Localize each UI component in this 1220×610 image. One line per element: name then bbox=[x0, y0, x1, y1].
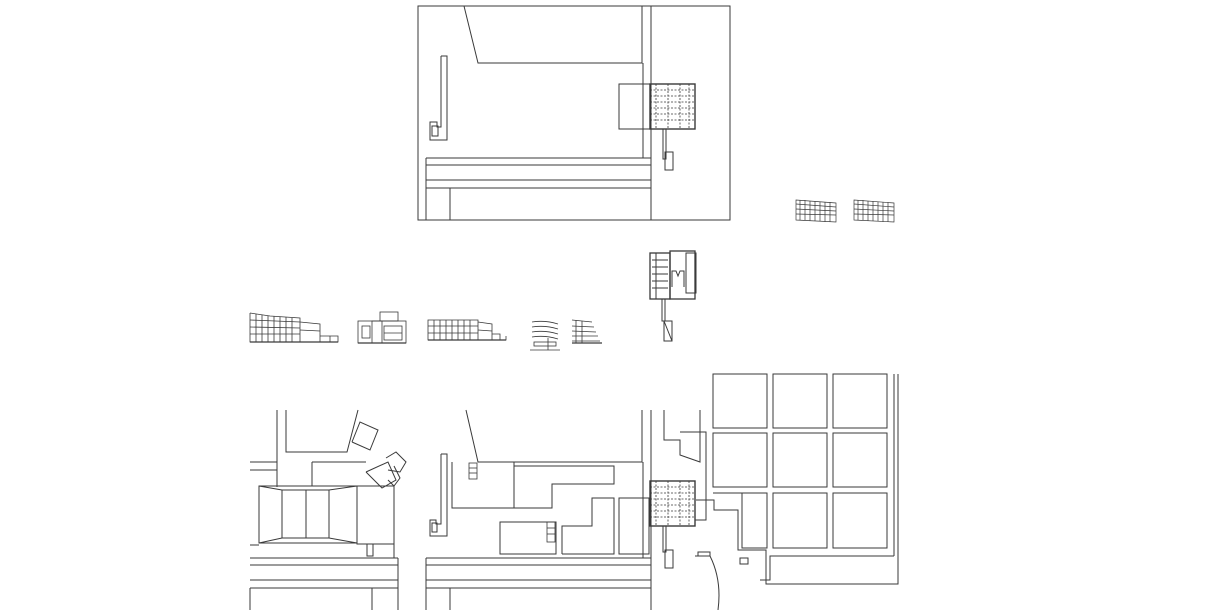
grid-block bbox=[712, 373, 768, 429]
bottom-plan-left-block bbox=[249, 409, 407, 610]
elevation-e bbox=[571, 319, 602, 344]
elevation-a bbox=[249, 312, 339, 343]
top-plan-plaza bbox=[618, 83, 651, 130]
elevation-c bbox=[427, 319, 507, 341]
grid-block bbox=[772, 492, 828, 549]
bottom-plan-right-grid bbox=[663, 373, 899, 610]
top-plan-left-building bbox=[429, 55, 448, 141]
top-plan-left-annex bbox=[431, 125, 439, 137]
bottom-plan-main-building bbox=[649, 480, 696, 569]
top-plan-building-hatch bbox=[650, 84, 695, 129]
grid-block bbox=[772, 432, 828, 488]
grid-block bbox=[832, 432, 888, 488]
top-plan-boundary bbox=[463, 5, 643, 64]
grid-block bbox=[772, 373, 828, 429]
elevation-b bbox=[357, 311, 407, 344]
grid-block bbox=[832, 492, 888, 549]
top-plan-frame bbox=[417, 5, 731, 221]
building-plan-detail bbox=[649, 250, 697, 342]
elevation-d bbox=[530, 320, 560, 351]
top-plan-entry bbox=[664, 151, 674, 171]
top-plan-main-building bbox=[649, 83, 696, 130]
grid-block bbox=[741, 492, 768, 549]
grid-block bbox=[832, 373, 888, 429]
side-elevations-row bbox=[249, 311, 602, 351]
grid-block bbox=[712, 432, 768, 488]
elevation-thumbnail-1 bbox=[795, 199, 837, 223]
top-site-plan bbox=[417, 5, 731, 221]
bottom-plan-middle-block bbox=[425, 409, 652, 610]
elevation-thumbnail-2 bbox=[853, 199, 895, 223]
bottom-site-plan bbox=[249, 373, 899, 610]
